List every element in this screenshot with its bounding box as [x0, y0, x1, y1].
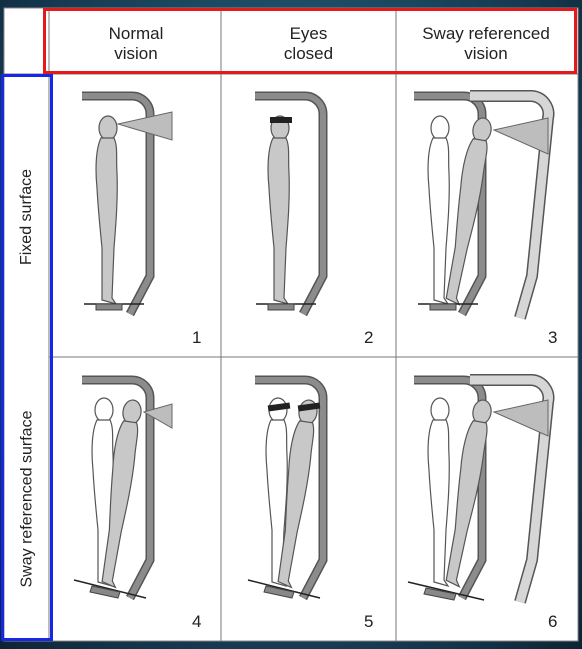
panel-number-2: 2: [364, 328, 374, 347]
visual-field: [116, 111, 173, 141]
panel-4-illustration: [73, 380, 173, 598]
panel-6-illustration: [407, 380, 548, 602]
column-header-sway-referenced-vision: Sway referenced vision: [422, 24, 550, 63]
panel-number-1: 1: [192, 328, 202, 347]
panel-5-illustration: [247, 380, 323, 598]
panel-3-illustration: [414, 96, 548, 318]
panel-2-illustration: [255, 96, 323, 314]
panel-1-illustration: [82, 96, 173, 314]
blindfold: [270, 117, 292, 123]
column-header-eyes-closed: Eyes closed: [283, 24, 334, 63]
row-headers-highlight: [1, 74, 53, 641]
panel-number-4: 4: [192, 612, 202, 631]
panel-number-6: 6: [548, 612, 558, 631]
panel-number-3: 3: [548, 328, 558, 347]
panel-number-5: 5: [364, 612, 374, 631]
column-header-normal-vision: Normal vision: [108, 24, 164, 63]
column-headers-highlight: [43, 8, 577, 74]
